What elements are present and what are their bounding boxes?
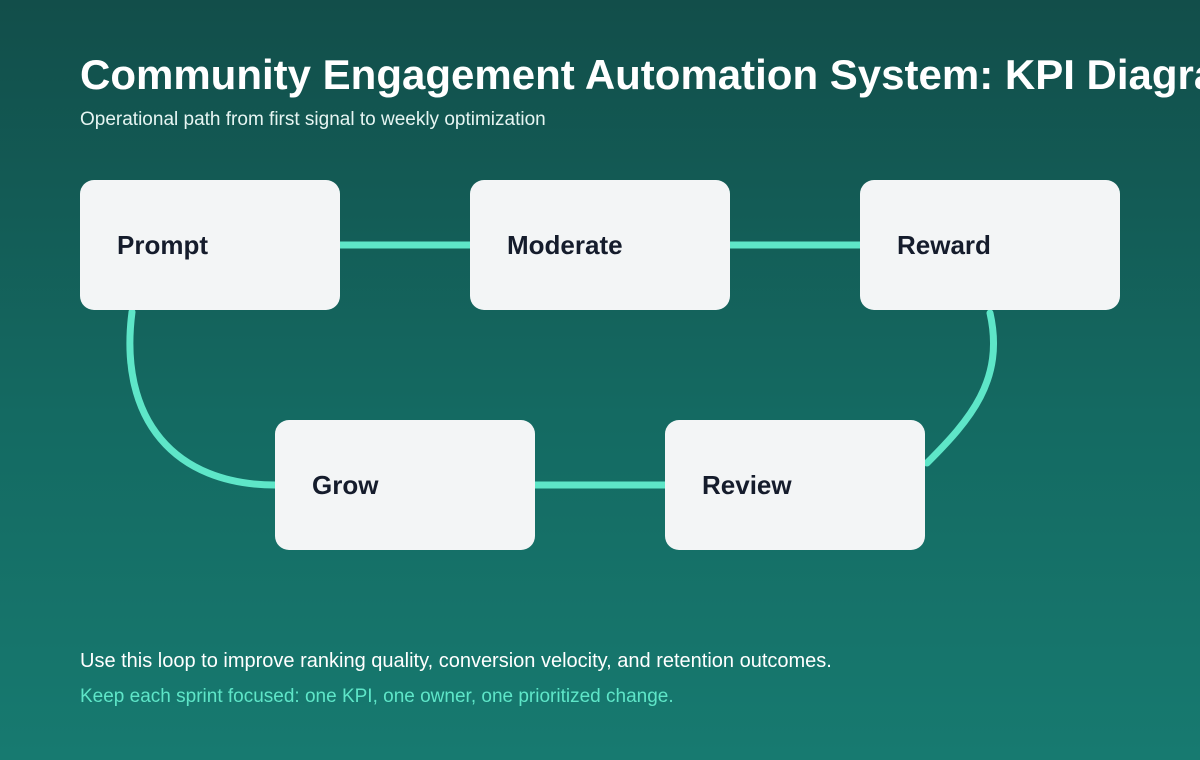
node-moderate: Moderate	[470, 180, 730, 310]
node-prompt: Prompt	[80, 180, 340, 310]
page-title: Community Engagement Automation System: …	[80, 51, 1200, 98]
node-review: Review	[665, 420, 925, 550]
footer-note: Keep each sprint focused: one KPI, one o…	[80, 686, 674, 707]
node-grow-label: Grow	[312, 469, 379, 500]
footer-text: Use this loop to improve ranking quality…	[80, 650, 832, 672]
node-reward-label: Reward	[897, 229, 991, 260]
edge-reward-review	[923, 309, 997, 467]
page-subtitle: Operational path from first signal to we…	[80, 109, 546, 130]
node-moderate-label: Moderate	[507, 229, 623, 260]
node-prompt-label: Prompt	[117, 229, 208, 260]
node-review-label: Review	[702, 469, 792, 500]
node-reward: Reward	[860, 180, 1120, 310]
edge-grow-prompt	[126, 308, 279, 489]
node-grow: Grow	[275, 420, 535, 550]
